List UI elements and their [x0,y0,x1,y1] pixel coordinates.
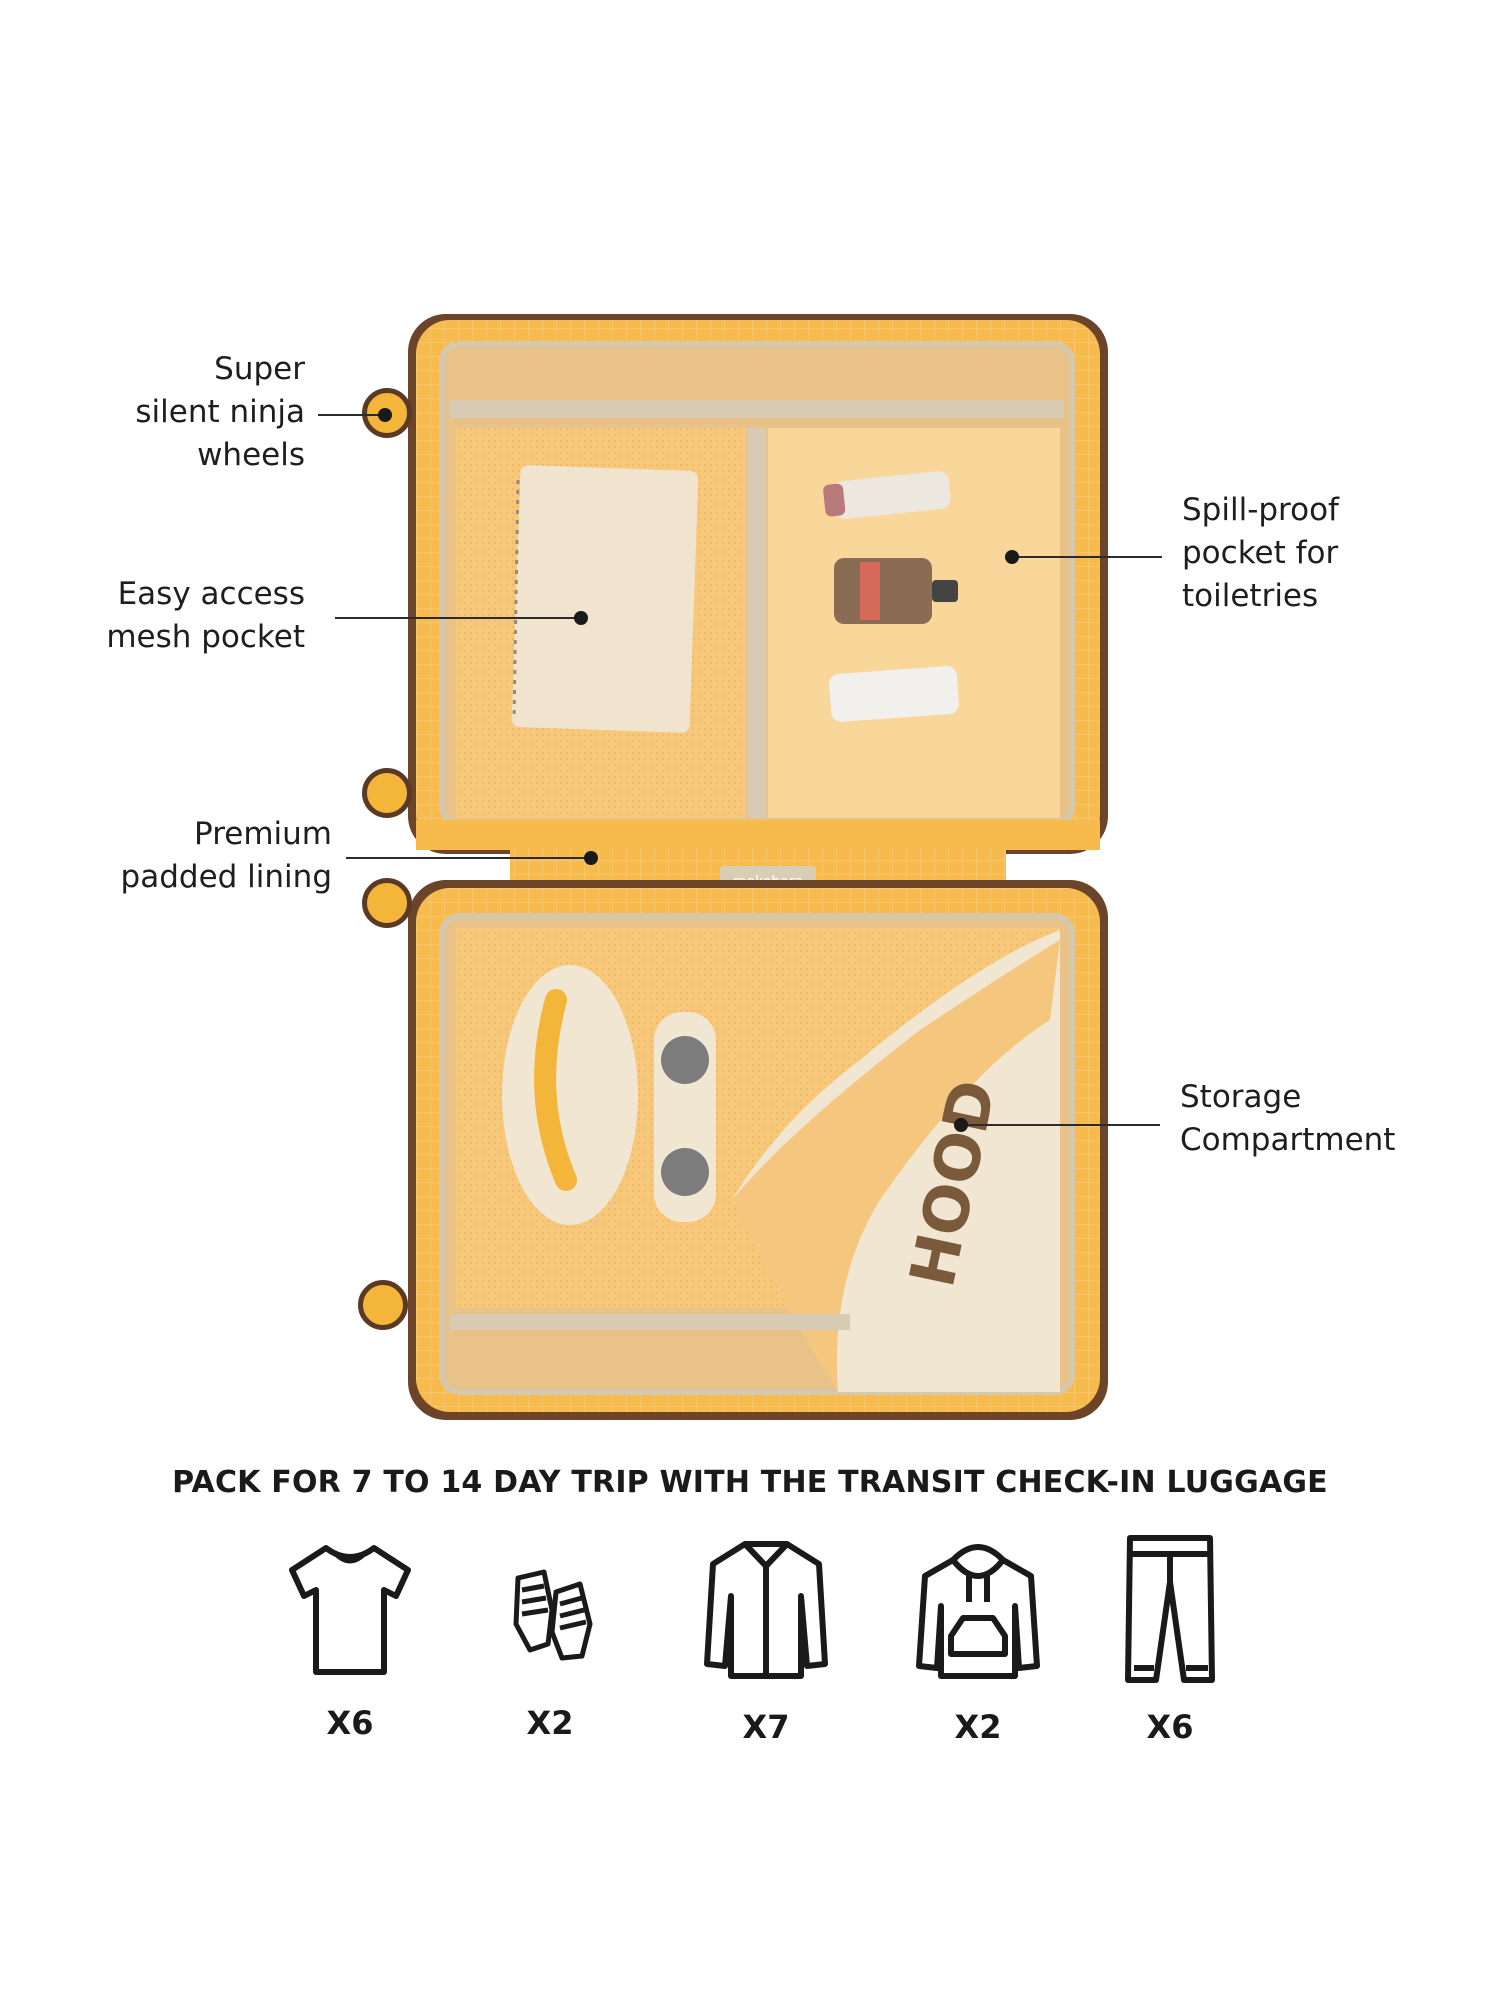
sunglasses-icon [654,1012,716,1222]
notebook-icon [511,465,699,733]
feature-spill-proof-label: Spill-proof pocket for toiletries [1182,492,1339,614]
top-shell [408,314,1108,854]
storage-marker-dot [954,1118,968,1132]
hoodie-icon [916,1544,1040,1679]
tshirt-icon [289,1545,411,1675]
pack-item-hoodies: X2 [898,1536,1058,1746]
tshirt-count: X6 [326,1704,374,1742]
storage-leader-line [964,1124,1160,1126]
wheels-marker-dot [378,408,392,422]
pack-item-tshirts: X6 [270,1540,430,1742]
mesh-pocket-leader-line [335,617,580,619]
sneakers-icon [513,1569,593,1661]
feature-storage-label: Storage Compartment [1180,1079,1396,1158]
toiletries-icon [823,471,959,722]
pack-item-shirts: X7 [686,1536,846,1746]
suitcase-illustration: mokobara HOOD [408,314,1108,1420]
feature-mesh-pocket-label: Easy access mesh pocket [106,576,305,655]
eye-mask-icon [502,965,638,1225]
wheel-bottom-left-icon [358,1280,408,1330]
shirt-icon [704,1541,828,1679]
wheel-middle-upper-icon [362,768,412,818]
trousers-count: X6 [1146,1708,1194,1746]
packing-headline: PACK FOR 7 TO 14 DAY TRIP WITH THE TRANS… [172,1465,1328,1500]
wheel-middle-lower-icon [362,878,412,928]
bottom-shell: HOOD [408,880,1108,1420]
mesh-pocket-marker-dot [574,611,588,625]
lining-leader-line [346,857,590,859]
feature-lining-label: Premium padded lining [120,816,332,895]
trousers-icon [1125,1535,1215,1683]
wheel-top-left-icon [362,388,412,438]
pack-item-trousers: X6 [1090,1532,1250,1746]
pack-item-sneakers: X2 [470,1540,630,1742]
storage-compartment: HOOD [732,930,1060,1392]
wheels-leader-line [318,414,380,416]
spill-proof-marker-dot [1005,550,1019,564]
spill-proof-leader-line [1016,556,1162,558]
sneakers-count: X2 [526,1704,574,1742]
feature-wheels-label: Super silent ninja wheels [135,351,305,473]
shirt-count: X7 [742,1708,790,1746]
hoodie-count: X2 [954,1708,1002,1746]
lining-marker-dot [584,851,598,865]
